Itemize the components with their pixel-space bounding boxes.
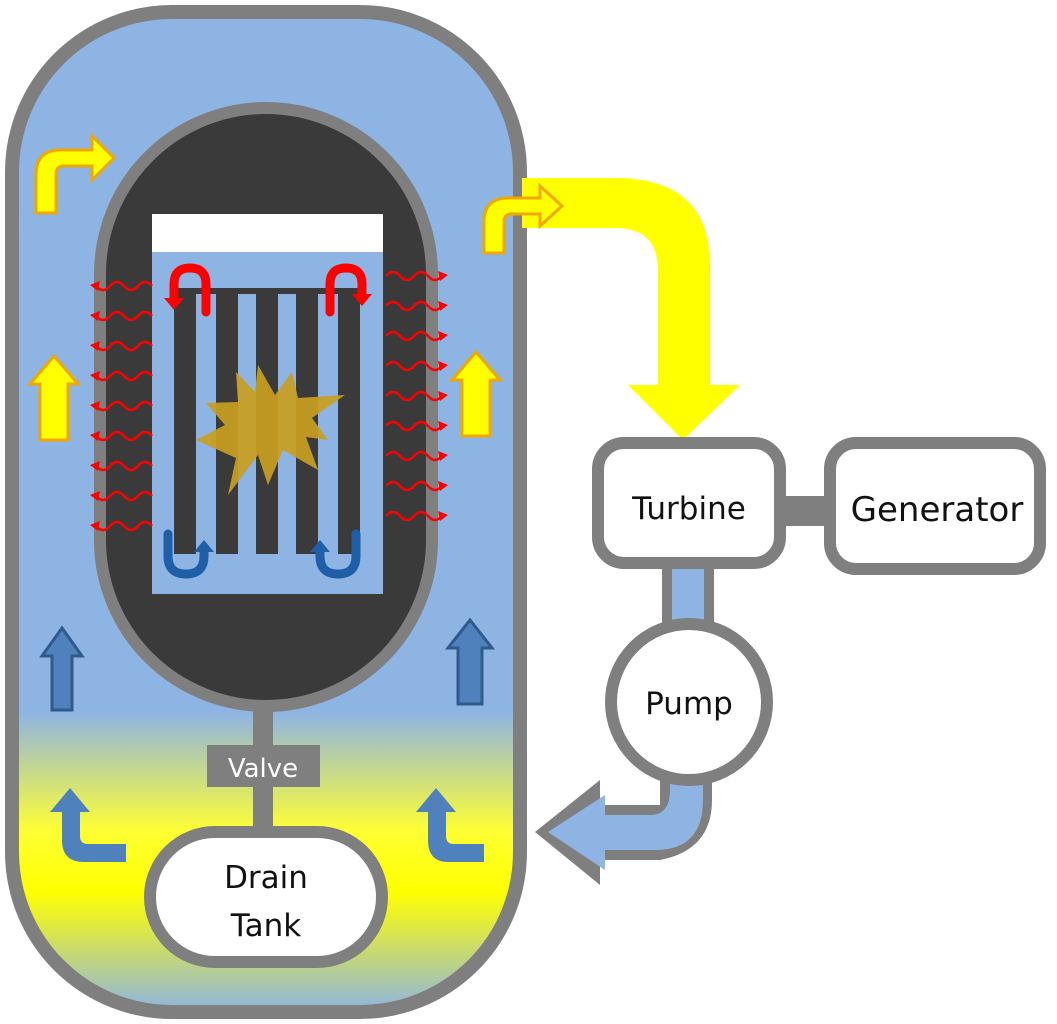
yellow-bent-arrow-icon — [482, 182, 565, 255]
fuel-rod — [338, 288, 360, 554]
blue-arrow-head — [194, 540, 214, 552]
blue-up-arrow-icon — [444, 617, 496, 706]
coolant-channel — [318, 294, 338, 554]
blue-up-arrow-icon — [39, 625, 85, 712]
pump-label: Pump — [645, 686, 733, 722]
turbine-box — [592, 437, 786, 569]
blue-bent-arrow-icon — [50, 788, 126, 862]
generator-label: Generator — [851, 490, 1024, 530]
red-u-arrow — [169, 263, 211, 317]
blue-u-arrow — [315, 529, 361, 579]
pump-circle — [605, 618, 773, 786]
blue-arrow-head — [310, 540, 330, 552]
drain-tank-label-line2: Tank — [230, 908, 301, 944]
fuel-rod — [174, 288, 196, 554]
coolant-channel — [196, 294, 216, 554]
red-arrow-head — [164, 298, 184, 310]
turbine-label: Turbine — [631, 491, 746, 527]
yellow-up-arrow-icon — [448, 349, 504, 438]
core-steam-space — [152, 214, 383, 252]
steam-pipe — [522, 178, 740, 440]
yellow-up-arrow-icon — [26, 353, 82, 442]
hot-recirculation-arrows — [169, 263, 367, 317]
red-u-arrow — [325, 263, 367, 317]
valve-label: Valve — [228, 754, 298, 784]
blue-u-arrow — [163, 529, 209, 579]
fission-burst — [196, 365, 345, 495]
shaft — [780, 496, 830, 526]
return-pipe — [535, 770, 712, 885]
drain-tank-label-line1: Drain — [224, 860, 308, 896]
drain-tank — [144, 826, 388, 968]
blue-bent-arrow-icon — [416, 788, 484, 862]
cold-recirculation-arrows — [163, 529, 361, 579]
red-arrow-head — [352, 294, 372, 306]
generator-box — [824, 437, 1046, 575]
valve-box — [207, 745, 320, 787]
yellow-bent-arrow-icon — [34, 132, 117, 215]
